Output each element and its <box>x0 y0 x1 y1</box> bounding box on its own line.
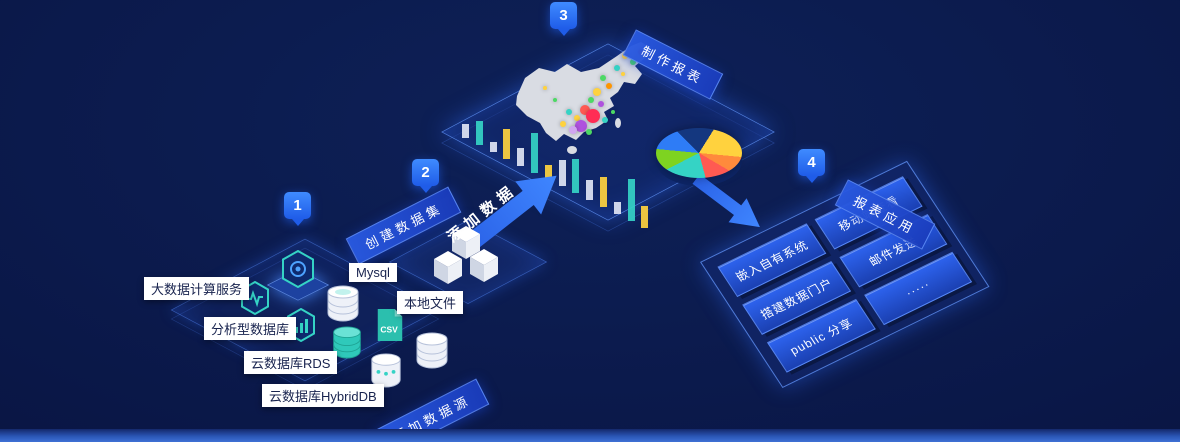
arrow-step2-to-step3 <box>464 175 557 251</box>
bar <box>517 147 525 166</box>
map-data-dot <box>586 109 600 123</box>
bar <box>544 165 552 180</box>
map-data-dot <box>606 83 612 89</box>
mysql-database-icon <box>325 283 361 328</box>
bottom-accent-strip <box>0 429 1180 442</box>
map-data-dot <box>574 115 580 121</box>
map-data-dot <box>575 120 587 132</box>
step-1-badge: 1 <box>284 192 311 219</box>
map-data-dot <box>598 101 604 107</box>
data-cube-icon <box>469 249 499 288</box>
bar <box>475 120 483 145</box>
bar <box>586 180 594 201</box>
bar <box>558 160 566 187</box>
bar <box>489 141 497 152</box>
map-data-dot <box>560 121 566 127</box>
map-data-dot <box>543 86 547 90</box>
bar <box>627 178 635 221</box>
map-data-dot <box>588 97 594 103</box>
datasource-label: 云数据库HybridDB <box>262 384 384 407</box>
arrow-step3-to-step4 <box>692 174 760 228</box>
datasource-label: 云数据库RDS <box>244 351 338 374</box>
map-data-dot <box>600 75 606 81</box>
step-2-badge: 2 <box>412 159 439 186</box>
bar <box>531 132 538 173</box>
bar-strip-chart <box>462 116 672 246</box>
map-data-dot <box>621 72 625 76</box>
map-data-dot <box>569 126 577 134</box>
map-data-dot <box>586 129 592 135</box>
data-cube-icon <box>451 226 481 265</box>
hexagon-compute-icon <box>281 249 315 293</box>
datasource-label: 分析型数据库 <box>204 317 297 340</box>
analytic-database-icon <box>331 324 363 365</box>
datasource-label: 本地文件 <box>397 291 464 314</box>
map-data-dot <box>580 105 590 115</box>
step-4-badge: 4 <box>798 149 825 176</box>
bar <box>613 201 621 214</box>
bar <box>503 128 511 159</box>
map-data-dot <box>611 110 615 114</box>
pie-chart <box>656 128 742 178</box>
map-data-dot <box>630 59 636 65</box>
bar <box>572 159 580 194</box>
map-data-dot <box>614 65 620 71</box>
map-data-dot <box>566 109 572 115</box>
bar <box>641 205 649 228</box>
datasource-label: 大数据计算服务 <box>144 277 250 300</box>
map-data-dot <box>553 98 557 102</box>
datasource-label: Mysql <box>349 263 397 282</box>
bar <box>600 177 607 207</box>
step-3-badge: 3 <box>550 2 577 29</box>
rds-database-icon <box>369 351 403 394</box>
data-cube-icon <box>433 251 463 290</box>
map-data-dot <box>593 88 601 96</box>
bar <box>462 124 469 138</box>
hybriddb-database-icon <box>414 330 450 375</box>
map-data-dot <box>602 117 608 123</box>
csv-label: CSV <box>380 325 398 335</box>
